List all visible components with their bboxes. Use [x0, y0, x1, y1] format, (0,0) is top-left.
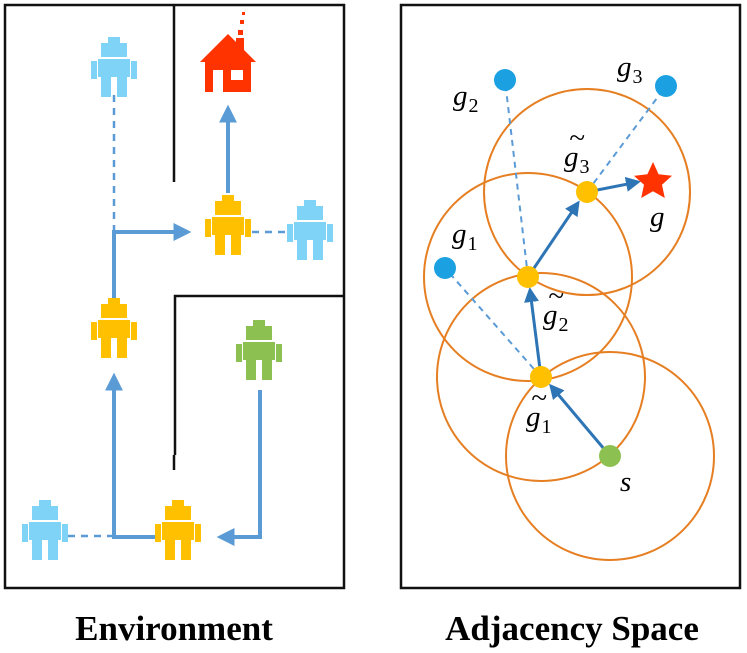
robot-icon [236, 320, 282, 380]
label-gt3: ~ g3 [564, 122, 590, 178]
wall-lower [173, 294, 344, 455]
label-start: s [620, 466, 631, 498]
label-g2: g2 [453, 80, 479, 117]
dashed-g1 [444, 267, 542, 378]
dashed-g2 [504, 79, 529, 278]
node-s [599, 445, 621, 467]
arrow-gt1-to-gt2 [524, 287, 543, 378]
svg-text:g2: g2 [453, 80, 479, 117]
robot-icon [91, 298, 137, 358]
robot-icon [205, 195, 251, 255]
label-gt2: ~ g2 [543, 280, 569, 336]
robot-icon [287, 200, 333, 260]
arrow-s-to-gt1 [549, 383, 612, 457]
label-g3: g3 [617, 51, 643, 88]
robot-icon [91, 37, 137, 97]
arrow-gt2-to-gt3 [526, 200, 580, 278]
path-hub-to-middle [105, 372, 158, 539]
label-g1: g1 [452, 218, 478, 255]
star-icon [634, 162, 672, 198]
svg-text:g3: g3 [564, 141, 590, 178]
node-gt2 [517, 266, 539, 288]
robot-icon [155, 500, 201, 560]
node-gt1 [530, 366, 552, 388]
label-gt1: ~ g1 [526, 382, 552, 438]
node-g2 [494, 69, 516, 91]
svg-text:~: ~ [569, 122, 585, 154]
node-g3 [655, 75, 677, 97]
adjacency-frame [399, 3, 742, 590]
svg-text:~: ~ [548, 280, 564, 312]
svg-text:g1: g1 [452, 218, 478, 255]
environment-caption: Environment [75, 609, 273, 648]
adjacency-circle-g2 [423, 172, 633, 382]
svg-text:~: ~ [531, 382, 547, 414]
adjacency-circle-g3 [483, 88, 691, 296]
adjacency-circle-g1 [436, 272, 646, 482]
svg-text:g3: g3 [617, 51, 643, 88]
path-middle-to-junction [112, 223, 192, 298]
path-start-to-hub [216, 390, 262, 546]
adjacency-panel: g2 g3 g1 ~ g3 ~ g2 ~ g1 g s Adjacency Sp… [399, 3, 742, 648]
dashed-g3 [586, 85, 667, 193]
node-g1 [434, 257, 456, 279]
svg-text:g1: g1 [526, 401, 552, 438]
environment-panel: Environment [3, 3, 346, 648]
node-gt3 [576, 181, 598, 203]
label-goal: g [650, 201, 665, 233]
svg-text:g2: g2 [543, 299, 569, 336]
house-icon [200, 12, 256, 92]
adjacency-circle-s [505, 351, 715, 561]
adjacency-caption: Adjacency Space [445, 609, 699, 648]
robot-icon [22, 500, 68, 560]
